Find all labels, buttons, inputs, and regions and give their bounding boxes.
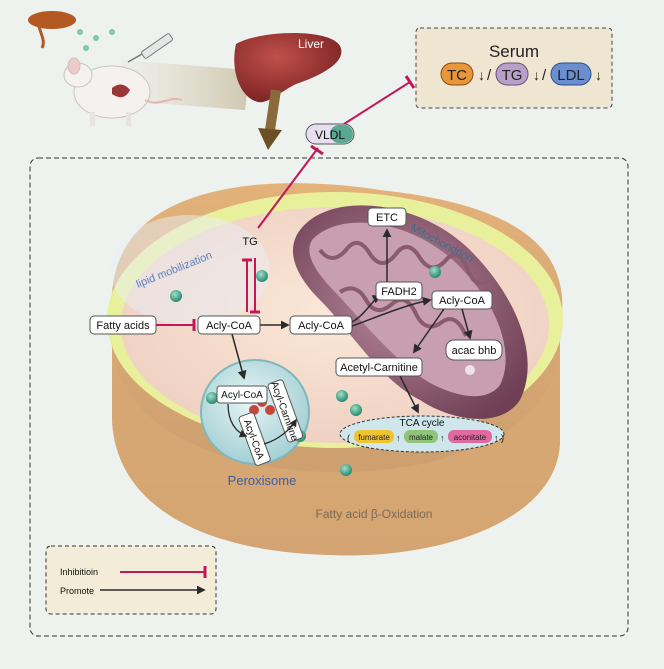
acac-bhb-label: acac bhb: [452, 345, 497, 357]
fadh2-box: [375, 281, 423, 301]
perox-cycle-arrow-1: [227, 403, 248, 438]
etc-box: [367, 207, 407, 227]
tc-down-arrow: ↓: [478, 67, 485, 83]
acyl-coa-1-label: Acly-CoA: [206, 320, 253, 332]
aconitate-up-arrow: ↑: [494, 433, 499, 443]
lipid-droplets: [170, 266, 441, 476]
slash-1: /: [487, 67, 492, 84]
beta-oxidation-label: Fatty acid β-Oxidation: [316, 507, 433, 521]
malate-label: malate: [409, 433, 434, 442]
mouse-icon: [63, 57, 250, 126]
fadh2-label: FADH2: [381, 286, 416, 298]
liver-icon: [234, 33, 342, 103]
fatty-acids-label: Fatty acids: [96, 320, 150, 332]
vldl-pill-accent: [330, 125, 353, 143]
fumarate-label: fumarate: [358, 433, 390, 442]
legend-promote-label: Promote: [60, 586, 94, 596]
tca-close-paren: ): [501, 433, 504, 443]
tca-cycle-label: TCA cycle: [399, 418, 444, 429]
ldl-badge: [550, 62, 592, 86]
hepatocyte-panel: [29, 157, 629, 637]
fumarate-badge: [354, 430, 394, 443]
vldl-serum-inhibition: [343, 81, 411, 125]
mito-acyl-to-acetylcarnitine-arrow: [412, 308, 445, 354]
liver-arrow-shaft: [265, 89, 281, 131]
acetyl-carnitine-label: Acetyl-Carnitine: [340, 362, 418, 374]
tca-open-paren: (: [347, 433, 350, 443]
tc-badge: [440, 62, 474, 86]
syringe-icon: [127, 33, 173, 63]
aconitate-label: aconitate: [454, 433, 487, 442]
legend-inhibition-label: Inhibitioin: [60, 567, 98, 577]
tc-label: TC: [447, 67, 467, 84]
perox-acyl-coa-top-label: Acyl-CoA: [221, 390, 263, 401]
ldl-label: LDL: [557, 67, 585, 84]
tg-vldl-inhibition: [257, 147, 319, 229]
mito-acyl-to-acac-arrow: [461, 308, 473, 340]
perox-acyl-coa-top-box: [216, 385, 268, 404]
tg-vldl-inhibition-bar: [310, 144, 324, 156]
perox-cycle-arrow-2: [263, 418, 297, 445]
tg-badge: [495, 62, 529, 86]
vldl-label: VLDL: [315, 128, 345, 142]
acyl1-to-peroxisome-arrow: [231, 333, 247, 380]
malate-badge: [404, 430, 438, 443]
acetyl-carnitine-box: [335, 357, 423, 377]
acyl-coa-2-box: [289, 315, 353, 335]
acac-bhb-box: [445, 339, 503, 361]
aconitate-badge: [448, 430, 492, 443]
tg-serum-label: TG: [502, 67, 523, 84]
acetylcarnitine-to-tca-arrow: [399, 375, 419, 414]
liver-label: Liver: [298, 37, 324, 51]
slash-2: /: [542, 67, 547, 84]
tg-cell-label: TG: [242, 236, 257, 248]
malate-up-arrow: ↑: [440, 433, 445, 443]
mito-acyl-coa-label: Acly-CoA: [439, 295, 486, 307]
peroxisome-label: Peroxisome: [228, 473, 297, 488]
vldl-serum-inhibition-bar: [404, 75, 416, 89]
serum-title: Serum: [489, 42, 539, 61]
etc-label: ETC: [376, 212, 398, 224]
perox-acyl-coa-bottom-box: [238, 412, 271, 466]
ldl-down-arrow: ↓: [595, 67, 602, 83]
legend-box: [45, 545, 217, 615]
fumarate-up-arrow: ↑: [396, 433, 401, 443]
acyl-coa-2-label: Acly-CoA: [298, 320, 345, 332]
acyl2-to-mito-acyl-arrow: [351, 297, 432, 327]
tg-down-arrow: ↓: [533, 67, 540, 83]
mushroom-icon: [28, 11, 76, 49]
liver-arrowhead: [258, 128, 282, 150]
